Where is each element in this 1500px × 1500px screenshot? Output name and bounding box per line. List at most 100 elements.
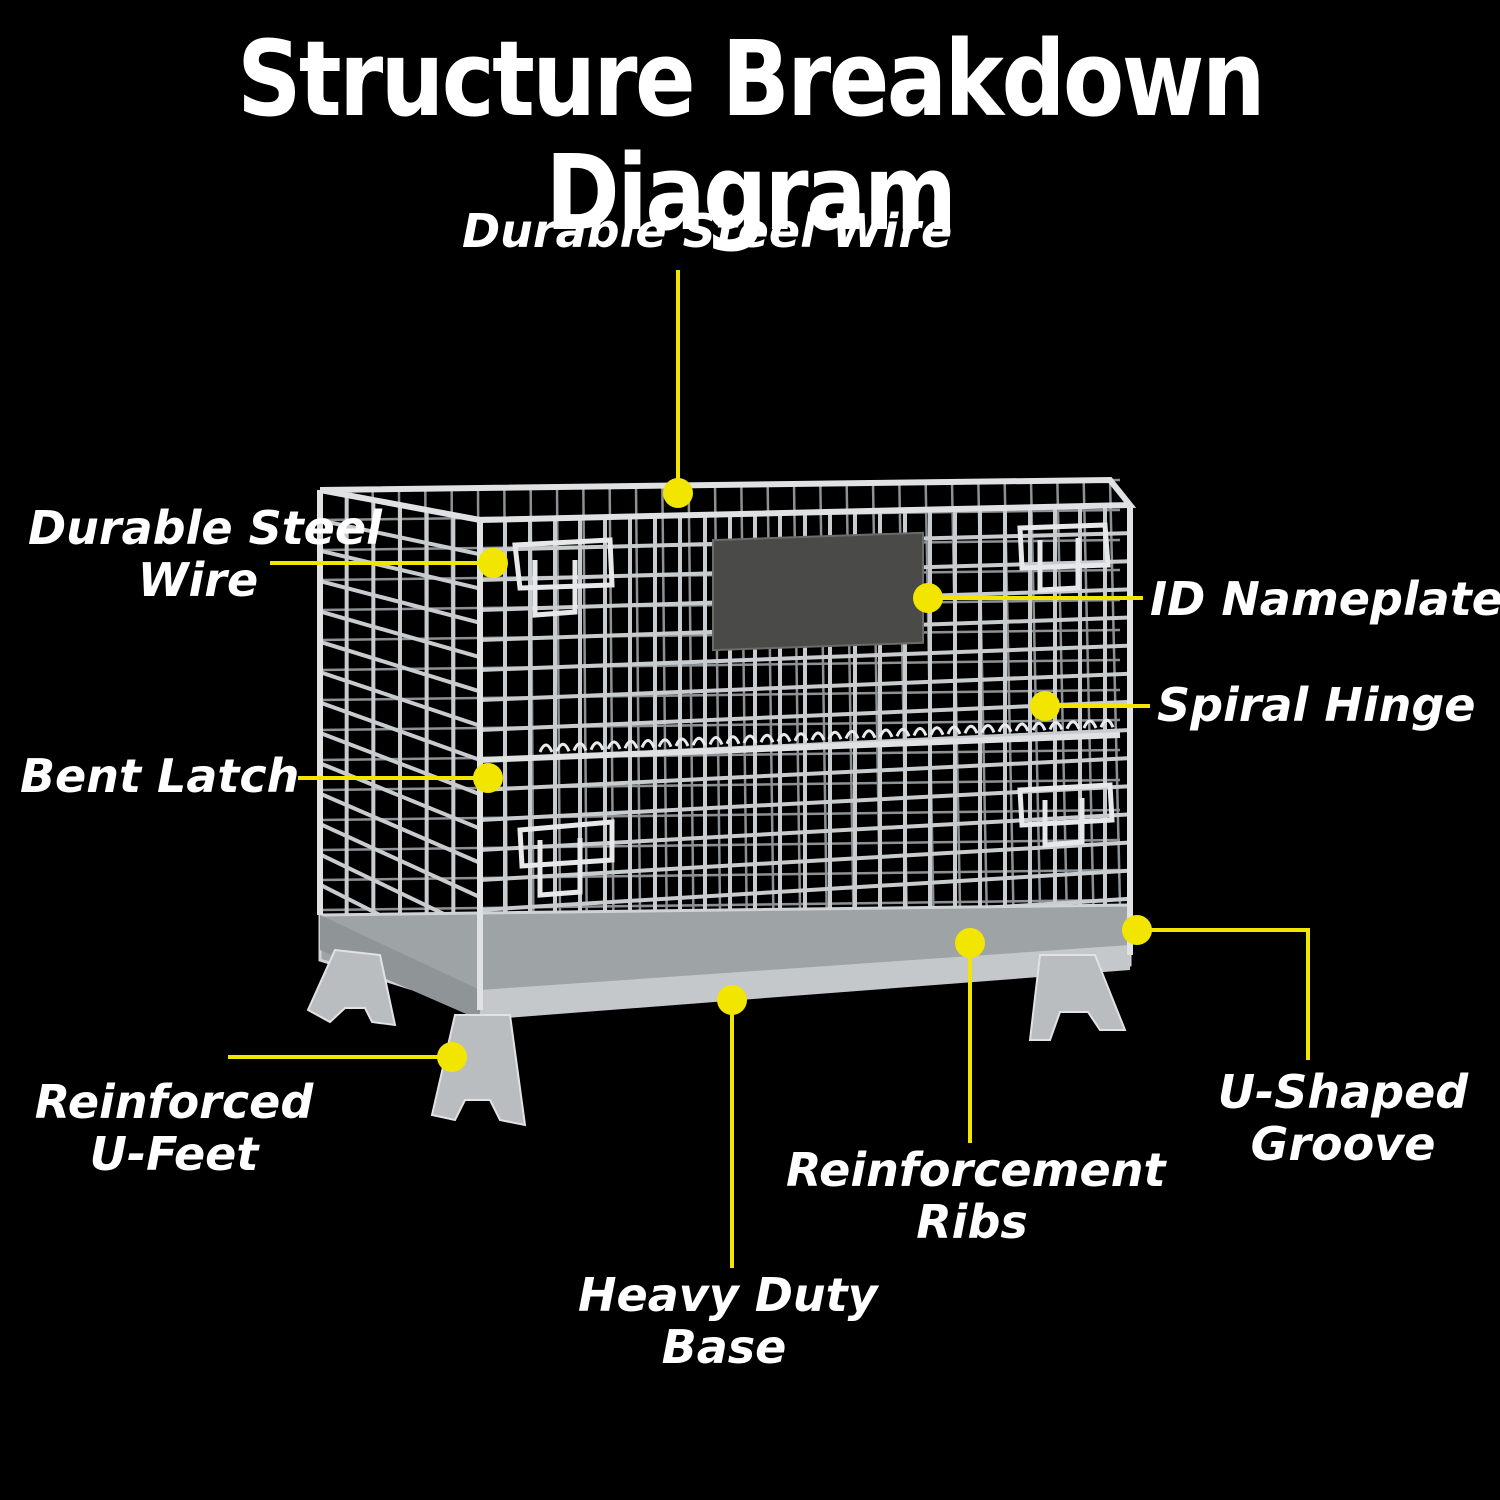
latch-top-left xyxy=(512,537,615,618)
spiral-hinge-loop xyxy=(555,742,571,752)
front-mesh-horizontal-wire xyxy=(479,840,1131,882)
label-u-shaped-groove: U-Shaped Groove xyxy=(1205,1065,1481,1171)
spiral-hinge-loop xyxy=(1099,718,1115,728)
foot-back-left xyxy=(306,948,397,1027)
back-mesh-vertical-wire xyxy=(555,486,562,913)
spiral-hinge-loop xyxy=(793,732,809,742)
spiral-hinge-loop xyxy=(1082,719,1098,729)
dot-reinforcement-ribs xyxy=(955,928,985,958)
spiral-hinge-loop xyxy=(623,739,639,749)
latch-top-right xyxy=(1017,522,1111,593)
spiral-hinge-loop xyxy=(776,733,792,743)
front-mesh-horizontal-wire xyxy=(479,756,1131,792)
label-steel-wire-left-line1: Durable Steel xyxy=(28,501,382,555)
label-bent-latch: Bent Latch xyxy=(20,749,300,803)
diagram-title: Structure Breakdown Diagram xyxy=(237,18,1265,255)
side-mesh-horizontal-wire xyxy=(319,639,481,694)
label-reinforced-feet-line1: Reinforced xyxy=(34,1075,314,1129)
spiral-hinge-loop xyxy=(895,727,911,737)
side-mesh-horizontal-wire xyxy=(319,579,481,625)
label-u-shaped-groove-line2: Groove xyxy=(1250,1116,1436,1171)
spiral-hinge-loop xyxy=(980,724,996,734)
side-mesh-horizontal-wire xyxy=(319,609,481,660)
back-mesh-vertical-wire xyxy=(1029,480,1042,907)
spiral-hinge-loop xyxy=(725,735,741,745)
side-mesh-horizontal-wire xyxy=(319,822,481,899)
side-mesh-horizontal-wire xyxy=(319,670,481,728)
side-mesh-horizontal-wire xyxy=(319,700,481,762)
side-mesh-horizontal-wire xyxy=(319,548,481,591)
spiral-hinge-coil xyxy=(538,718,1115,753)
spiral-hinge-loop xyxy=(878,728,894,738)
back-mesh-vertical-wire xyxy=(1108,479,1122,906)
spiral-hinge-loop xyxy=(589,741,605,751)
spiral-hinge-loop xyxy=(1048,721,1064,731)
front-mesh-horizontal-wire xyxy=(479,868,1131,912)
label-u-shaped-groove-line1: U-Shaped xyxy=(1217,1065,1469,1119)
label-spiral-hinge: Spiral Hinge xyxy=(1157,678,1476,732)
base-front-rail xyxy=(480,945,1130,1020)
label-reinforcement-ribs: Reinforcement Ribs xyxy=(786,1143,1166,1249)
spiral-hinge-loop xyxy=(640,739,656,749)
spiral-hinge-loop xyxy=(827,730,843,740)
front-mesh-horizontal-wire xyxy=(479,671,1131,702)
callout-line-u-groove xyxy=(1137,928,1310,1060)
base-pallet xyxy=(318,903,1132,1020)
spiral-hinge-loop xyxy=(912,727,928,737)
dot-spiral-hinge xyxy=(1030,691,1060,721)
spiral-hinge-loop xyxy=(810,731,826,741)
dot-steel-wire-top xyxy=(663,478,693,508)
back-mesh-vertical-wire xyxy=(1082,480,1095,906)
foot-back-right xyxy=(1028,954,1127,1041)
dot-heavy-base xyxy=(717,985,747,1015)
spiral-hinge-loop xyxy=(861,729,877,739)
spiral-hinge-loop xyxy=(997,723,1013,733)
dot-reinforced-feet xyxy=(437,1042,467,1072)
spiral-hinge-loop xyxy=(1031,721,1047,731)
front-mesh-horizontal-wire xyxy=(479,699,1131,732)
spiral-hinge-loop xyxy=(674,737,690,747)
label-reinforcement-ribs-line2: Ribs xyxy=(916,1194,1028,1249)
callouts xyxy=(228,270,1310,1268)
spiral-hinge-loop xyxy=(844,730,860,740)
spiral-hinge-loop xyxy=(759,733,775,743)
dot-bent-latch xyxy=(473,763,503,793)
callout-dots xyxy=(437,478,1152,1072)
back-mesh-vertical-wire xyxy=(582,486,588,912)
label-reinforcement-ribs-line1: Reinforcement xyxy=(786,1143,1166,1197)
dot-id-nameplate xyxy=(913,583,943,613)
spiral-hinge-loop xyxy=(708,736,724,746)
front-mesh-horizontal-wire xyxy=(479,643,1131,672)
spiral-hinge-loop xyxy=(657,738,673,748)
spiral-hinge-loop xyxy=(606,740,622,750)
label-steel-wire-left: Durable Steel Wire xyxy=(28,501,382,607)
side-mesh-horizontal-wire xyxy=(319,518,481,557)
spiral-hinge-loop xyxy=(538,743,554,753)
spiral-hinge-loop xyxy=(691,736,707,746)
id-nameplate-plate xyxy=(712,531,924,652)
spiral-hinge-loop xyxy=(572,742,588,752)
spiral-hinge-loop xyxy=(963,724,979,734)
spiral-hinge-loop xyxy=(929,726,945,736)
latch-bottom-left xyxy=(517,819,615,898)
label-reinforced-feet-line2: U-Feet xyxy=(89,1126,259,1181)
spiral-hinge-loop xyxy=(1065,720,1081,730)
base-side-rail xyxy=(320,915,480,1020)
side-mesh-horizontal-wire xyxy=(319,730,481,797)
label-steel-wire-left-line2: Wire xyxy=(137,552,259,607)
label-steel-wire-top: Durable Steel Wire xyxy=(462,204,953,258)
spiral-hinge-loop xyxy=(946,725,962,735)
latches xyxy=(512,522,1115,898)
u-feet xyxy=(306,948,1127,1127)
side-mesh-horizontal-wire xyxy=(319,761,481,831)
spiral-hinge-loop xyxy=(742,734,758,744)
label-heavy-duty-base-line2: Base xyxy=(661,1319,787,1374)
spiral-hinge-loop xyxy=(1014,722,1030,732)
label-heavy-duty-base: Heavy Duty Base xyxy=(578,1269,878,1374)
back-mesh-horizontal-wire xyxy=(319,778,1121,792)
side-mesh-horizontal-wire xyxy=(319,791,481,865)
back-mesh-vertical-wire xyxy=(1056,480,1068,906)
dot-u-groove xyxy=(1122,915,1152,945)
